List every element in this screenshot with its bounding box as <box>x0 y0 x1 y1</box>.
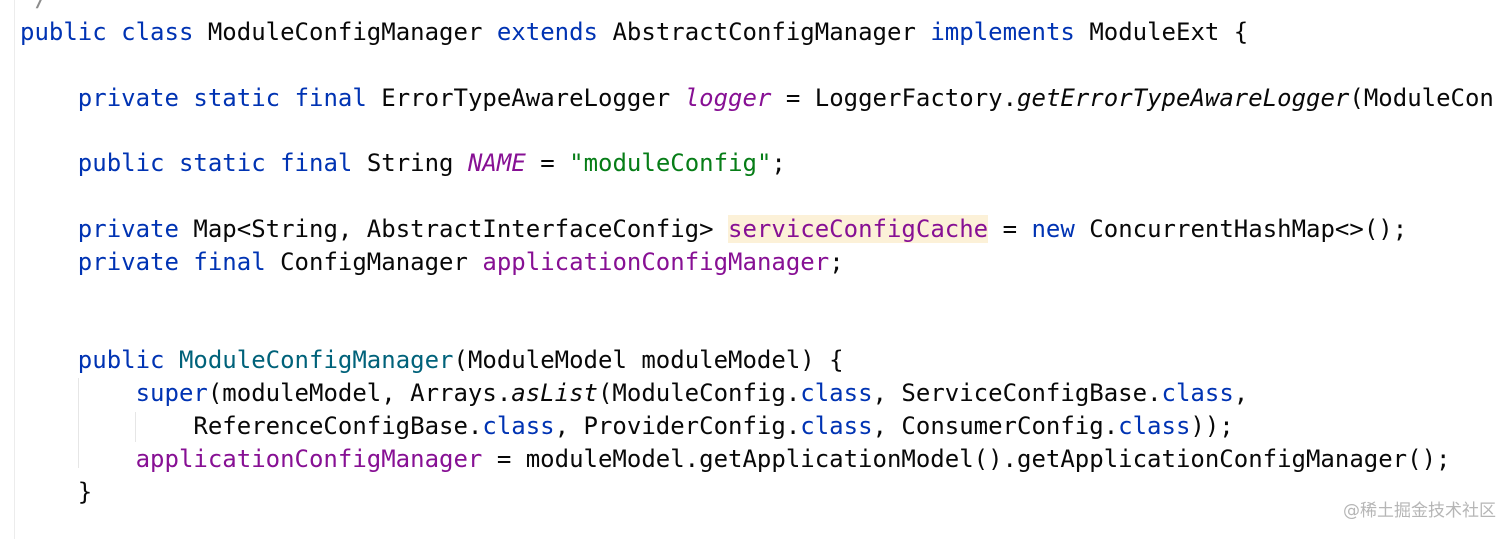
comma: , <box>1233 379 1249 407</box>
string-literal: "moduleConfig" <box>569 149 772 177</box>
type-name: String <box>366 149 454 177</box>
keyword-extends: extends <box>496 18 599 46</box>
keyword-class: class <box>121 18 194 46</box>
keyword-super: super <box>135 379 208 407</box>
keyword-private: private <box>77 215 179 243</box>
constant-name: NAME <box>467 149 526 177</box>
assign-operator: = <box>540 149 555 177</box>
code-line-application-config-manager[interactable]: private final ConfigManager applicationC… <box>20 246 844 279</box>
class-name: ModuleConfigManager <box>207 18 483 46</box>
keyword-public: public <box>20 18 107 46</box>
keyword-private: private <box>77 248 179 276</box>
code-line-constructor-signature[interactable]: public ModuleConfigManager(ModuleModel m… <box>20 344 844 377</box>
keyword-class: class <box>800 379 873 407</box>
editor-gutter-line <box>14 0 15 539</box>
code-line-logger[interactable]: private static final ErrorTypeAwareLogge… <box>20 82 1494 115</box>
keyword-class: class <box>482 412 555 440</box>
keyword-class: class <box>1161 379 1234 407</box>
closing-parens: )); <box>1190 412 1234 440</box>
code-line-assign-manager[interactable]: applicationConfigManager = moduleModel.g… <box>20 443 1451 476</box>
class-ref: , ServiceConfigBase. <box>872 379 1162 407</box>
field-application-config-manager: applicationConfigManager <box>482 248 830 276</box>
constructor-params: (ModuleModel moduleModel) { <box>453 346 844 374</box>
keyword-static: static <box>178 149 266 177</box>
assignment-expression: = moduleModel.getApplicationModel().getA… <box>496 445 1451 473</box>
field-service-config-cache[interactable]: serviceConfigCache <box>728 215 989 243</box>
keyword-final: final <box>280 149 353 177</box>
class-ref: ReferenceConfigBase. <box>193 412 483 440</box>
constructor-name: ModuleConfigManager <box>178 346 454 374</box>
super-args: (moduleModel, Arrays. <box>207 379 512 407</box>
keyword-public: public <box>77 149 165 177</box>
class-ref: (ModuleConfig. <box>597 379 801 407</box>
keyword-private: private <box>77 84 179 112</box>
code-line-closing-brace[interactable]: } <box>20 476 92 509</box>
class-ref: , ConsumerConfig. <box>872 412 1119 440</box>
watermark-text: @稀土掘金技术社区 <box>1343 501 1496 521</box>
logger-factory-ref: = LoggerFactory. <box>785 84 1018 112</box>
closing-brace: } <box>77 478 93 506</box>
indent-guide <box>135 412 136 442</box>
field-application-config-manager: applicationConfigManager <box>135 445 483 473</box>
method-args: (ModuleCon <box>1349 84 1494 112</box>
keyword-implements: implements <box>930 18 1075 46</box>
code-line-comment-end[interactable]: */ <box>20 0 49 15</box>
static-method-call: asList <box>511 379 598 407</box>
keyword-final: final <box>193 248 266 276</box>
indent-guide <box>78 378 79 468</box>
comment-end-token: */ <box>20 0 49 12</box>
keyword-class: class <box>800 412 873 440</box>
superclass-name: AbstractConfigManager <box>612 18 916 46</box>
code-line-super-call-continued[interactable]: ReferenceConfigBase.class, ProviderConfi… <box>20 410 1234 443</box>
code-line-name-constant[interactable]: public static final String NAME = "modul… <box>20 147 786 180</box>
keyword-public: public <box>77 346 165 374</box>
field-logger: logger <box>684 84 772 112</box>
assign-operator: = <box>1002 215 1018 243</box>
keyword-static: static <box>193 84 281 112</box>
semicolon: ; <box>771 149 786 177</box>
type-name: ErrorTypeAwareLogger <box>381 84 671 112</box>
code-line-service-config-cache[interactable]: private Map<String, AbstractInterfaceCon… <box>20 213 1407 246</box>
type-name: ConfigManager <box>280 248 468 276</box>
interface-name: ModuleExt { <box>1089 18 1249 46</box>
type-name: Map<String, AbstractInterfaceConfig> <box>193 215 714 243</box>
constructor-call: ConcurrentHashMap<>(); <box>1089 215 1408 243</box>
semicolon: ; <box>829 248 844 276</box>
code-line-super-call[interactable]: super(moduleModel, Arrays.asList(ModuleC… <box>20 377 1249 410</box>
code-line-class-declaration[interactable]: public class ModuleConfigManager extends… <box>20 16 1248 49</box>
static-method-call: getErrorTypeAwareLogger <box>1017 84 1350 112</box>
keyword-final: final <box>294 84 367 112</box>
keyword-class: class <box>1118 412 1191 440</box>
class-ref: , ProviderConfig. <box>554 412 801 440</box>
keyword-new: new <box>1031 215 1075 243</box>
